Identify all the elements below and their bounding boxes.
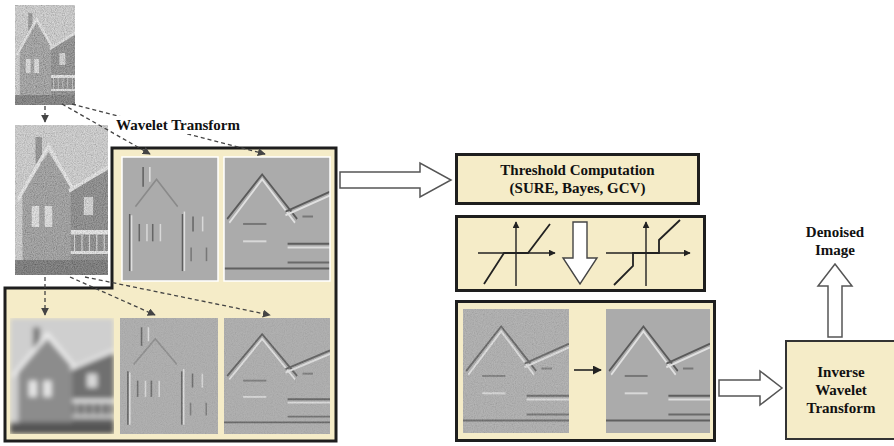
detail-subband	[120, 318, 218, 434]
image-frame	[122, 157, 218, 281]
subband-panel	[5, 148, 336, 441]
noise-overlay	[120, 318, 218, 434]
vertical-detail	[122, 157, 218, 281]
soft-threshold-plot	[478, 222, 555, 286]
dashed-arrow	[85, 277, 270, 315]
dashed-arrow	[72, 104, 265, 154]
noisy-detail	[463, 309, 569, 433]
up-block-arrow	[818, 264, 852, 337]
process-box: Threshold Computation (SURE, Bayes, GCV)	[455, 153, 700, 205]
detail-subband	[224, 318, 330, 434]
approximation-subband	[10, 318, 114, 434]
down-block-arrow	[563, 222, 597, 284]
dashed-arrow	[44, 106, 45, 122]
vertical-detail	[120, 318, 218, 434]
hard-threshold-curve	[614, 220, 680, 285]
hard-threshold-plot	[606, 220, 690, 286]
noise-overlay	[224, 318, 330, 434]
dashed-arrow	[44, 277, 45, 315]
label-holder: Denoised Image	[792, 223, 878, 259]
noise-overlay	[463, 309, 569, 433]
decomposition-arrows	[45, 104, 270, 315]
section-label: Wavelet Transform	[114, 116, 242, 134]
image-frame	[224, 157, 330, 281]
house-image	[15, 125, 108, 275]
detail-subband	[122, 157, 218, 281]
coefficient-box	[457, 302, 715, 441]
detail-subband	[224, 157, 330, 281]
noisy-image	[15, 5, 75, 105]
process-box: Inverse Wavelet Transform	[785, 340, 894, 440]
threshold-function-box	[457, 217, 705, 291]
horizontal-detail	[463, 309, 569, 433]
noise-overlay	[15, 125, 108, 275]
axis	[645, 222, 646, 286]
noisy-image	[15, 125, 108, 275]
horizontal-detail	[224, 318, 330, 434]
box-text: Threshold Computation (SURE, Bayes, GCV)	[485, 161, 670, 197]
noise-overlay	[15, 5, 75, 105]
soft-threshold-curve	[484, 224, 550, 284]
block-arrow	[340, 163, 451, 197]
house-image	[15, 5, 75, 105]
thresholded-detail	[606, 309, 710, 433]
block-arrow	[719, 371, 782, 405]
output-label: Denoised Image	[792, 223, 878, 259]
axis	[515, 222, 516, 286]
label-holder: Wavelet Transform	[114, 116, 242, 134]
small-arrow	[574, 369, 601, 371]
blurred-house	[10, 318, 114, 434]
horizontal-detail	[224, 157, 330, 281]
box-text: Inverse Wavelet Transform	[793, 363, 889, 417]
